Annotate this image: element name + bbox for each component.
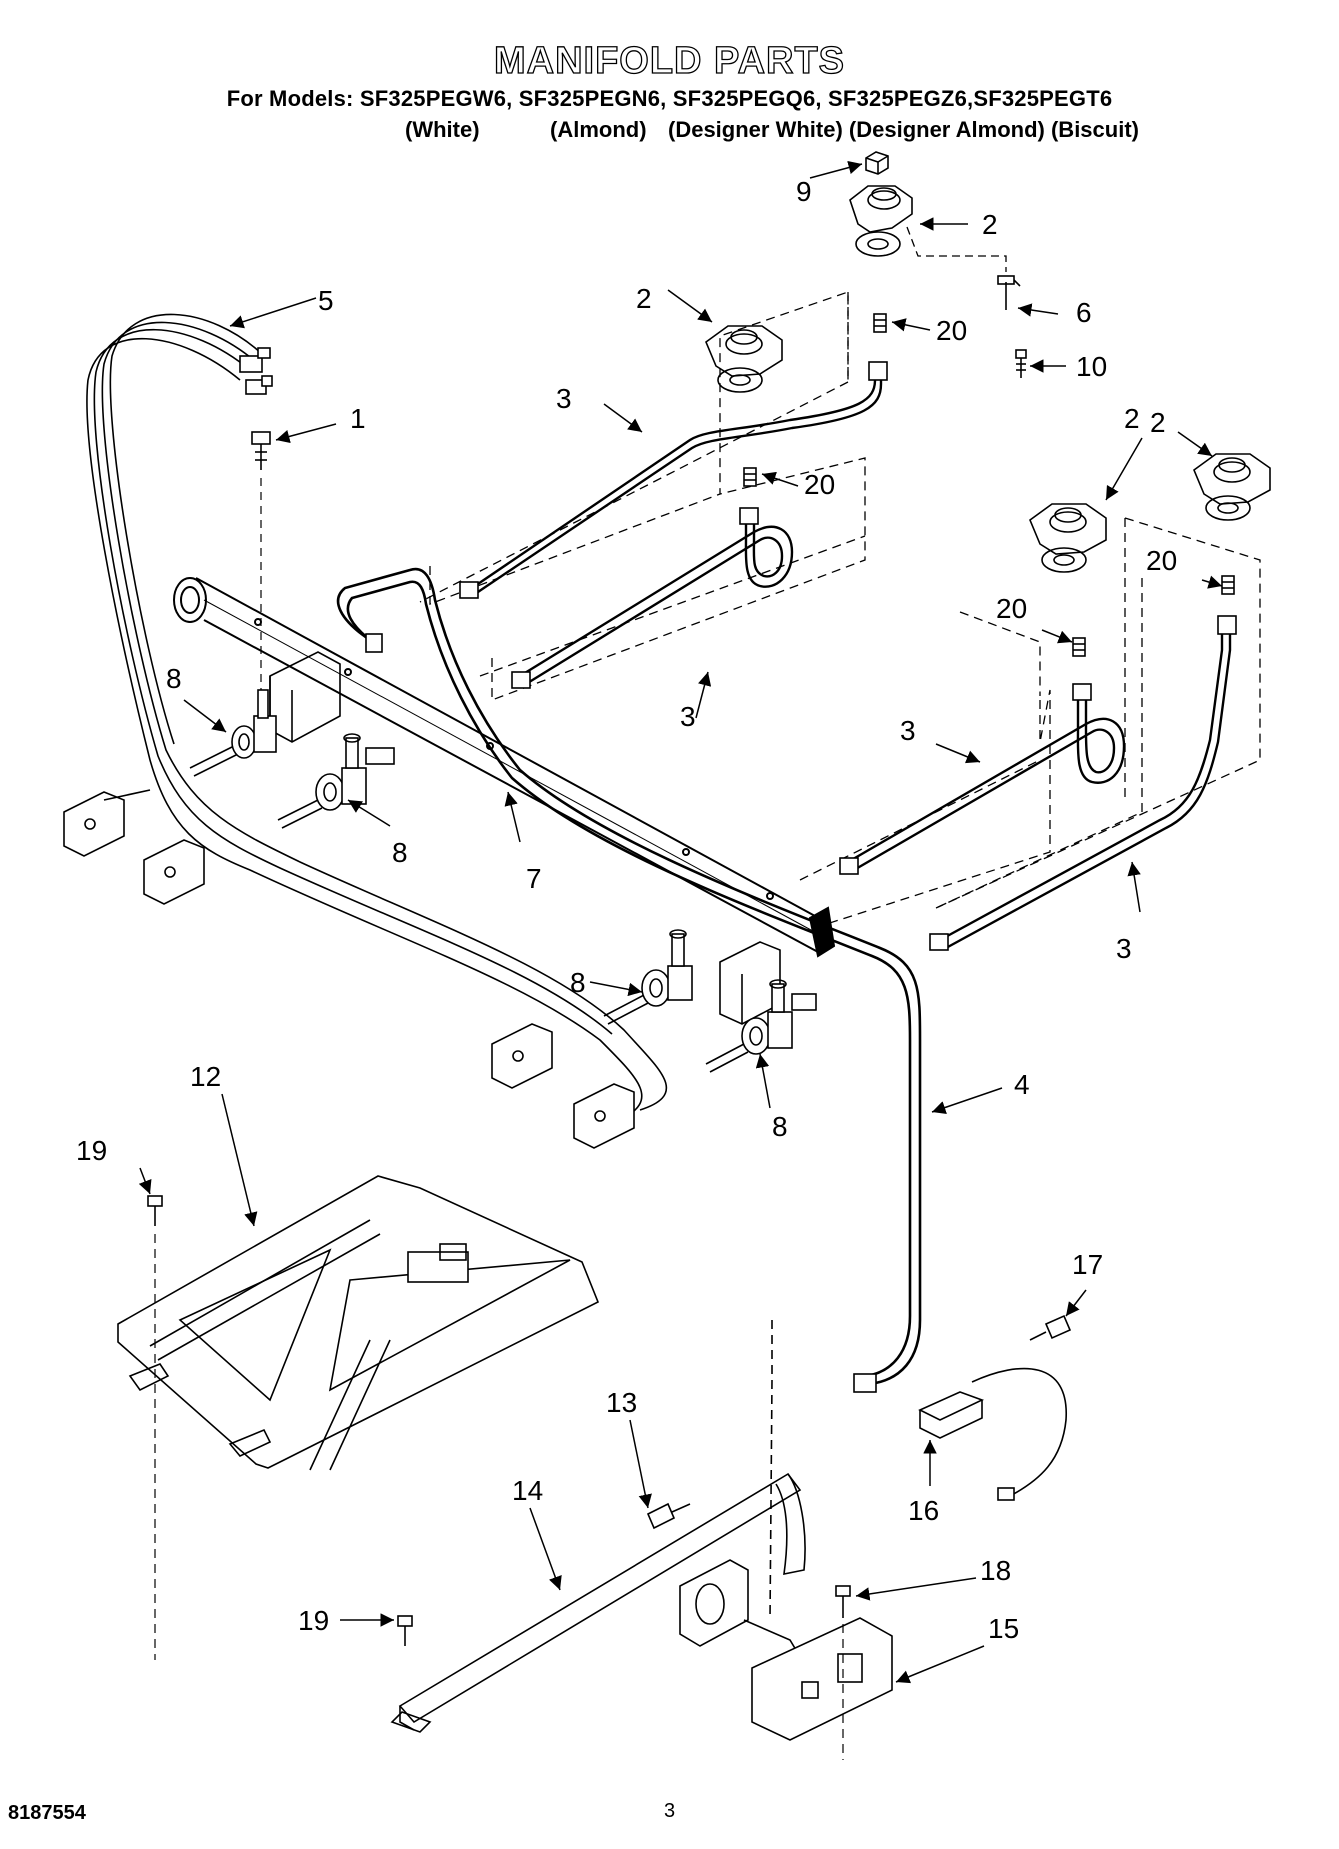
document-number: 8187554 xyxy=(8,1802,86,1824)
valve-seat-part-2-left xyxy=(705,325,783,393)
callout-8-b: 8 xyxy=(392,837,408,868)
burner-tube-part-3-a xyxy=(459,361,888,599)
regulator-assembly xyxy=(679,1320,893,1741)
callout-14: 14 xyxy=(512,1475,543,1506)
color-label-white: (White) xyxy=(405,117,480,142)
callout-15: 15 xyxy=(988,1613,1019,1644)
callout-1: 1 xyxy=(350,403,366,434)
oven-burner-part-14 xyxy=(390,1472,806,1733)
callout-13: 13 xyxy=(606,1387,637,1418)
burner-valve-part-8-d xyxy=(705,979,817,1073)
callout-16: 16 xyxy=(908,1495,939,1526)
callout-3-c: 3 xyxy=(900,715,916,746)
igniter-switch-right-b xyxy=(573,1083,635,1149)
burner-tube-part-3-c xyxy=(839,683,1126,875)
orifice-part-20-a xyxy=(873,313,887,333)
gas-supply-tube-part-4 xyxy=(336,567,922,1393)
callout-20-c: 20 xyxy=(1146,545,1177,576)
callout-labels: 9 2 6 10 2 20 5 1 3 20 2 2 3 20 20 3 3 8… xyxy=(76,176,1177,1644)
callout-4: 4 xyxy=(1014,1069,1030,1100)
callout-2-top: 2 xyxy=(982,209,998,240)
callout-8-a: 8 xyxy=(166,663,182,694)
callout-2-right: 2 xyxy=(1150,407,1166,438)
page-number: 3 xyxy=(664,1800,676,1822)
callout-20-a: 20 xyxy=(936,315,967,346)
callout-6: 6 xyxy=(1076,297,1092,328)
electrode-part-6 xyxy=(997,275,1021,310)
models-line: For Models: SF325PEGW6, SF325PEGN6, SF32… xyxy=(226,86,1113,111)
callout-18: 18 xyxy=(980,1555,1011,1586)
callout-17: 17 xyxy=(1072,1249,1103,1280)
manifold-pipe-part-7 xyxy=(173,577,836,958)
screw-part-17 xyxy=(1029,1314,1072,1341)
oven-igniter-part-16 xyxy=(918,1367,1067,1501)
igniter-switch-left-b xyxy=(143,839,205,905)
burner-tube-part-3-d xyxy=(929,615,1237,951)
callout-10: 10 xyxy=(1076,351,1107,382)
dashed-assembly-outlines xyxy=(419,291,1261,931)
page-title: MANIFOLD PARTS xyxy=(493,39,846,82)
callout-12: 12 xyxy=(190,1061,221,1092)
valve-seat-part-2-mid xyxy=(1029,503,1107,573)
callout-20-b: 20 xyxy=(804,469,835,500)
valve-seat-part-2-right xyxy=(1193,453,1271,521)
color-label-designer: (Designer White) (Designer Almond) (Bisc… xyxy=(668,117,1139,142)
callout-3-a: 3 xyxy=(556,383,572,414)
burner-tube-part-3-b xyxy=(511,507,794,689)
callout-9: 9 xyxy=(796,176,812,207)
burner-valve-part-8-b xyxy=(277,733,395,829)
screw-part-19-a xyxy=(147,1195,163,1660)
leader-arrows xyxy=(138,160,1223,1684)
igniter-switch-left-a xyxy=(63,789,151,857)
callout-19-a: 19 xyxy=(76,1135,107,1166)
orifice-part-20-b xyxy=(743,467,757,487)
burner-valve-part-8-c xyxy=(603,929,693,1025)
screw-part-10 xyxy=(1015,349,1027,378)
bottom-plate-part-12 xyxy=(117,1175,600,1471)
callout-8-c: 8 xyxy=(570,967,586,998)
screw-part-1 xyxy=(251,431,271,690)
burner-valve-part-8-a xyxy=(189,689,277,777)
orifice-part-20-c xyxy=(1072,637,1086,657)
callout-5: 5 xyxy=(318,285,334,316)
callout-2-left: 2 xyxy=(636,283,652,314)
igniter-switch-right-a xyxy=(491,1023,553,1089)
screw-part-13 xyxy=(646,1502,691,1530)
callout-20-d: 20 xyxy=(996,593,1027,624)
orifice-part-20-d xyxy=(1221,575,1235,595)
hex-nut-part-9 xyxy=(865,151,889,175)
igniter-harness-part-5 xyxy=(86,313,668,1121)
callout-3-d: 3 xyxy=(1116,933,1132,964)
screw-part-19-b xyxy=(397,1615,413,1646)
screw-part-18 xyxy=(835,1585,851,1760)
callout-2-mid: 2 xyxy=(1124,403,1140,434)
manifold-bracket-left xyxy=(269,651,341,743)
callout-19-b: 19 xyxy=(298,1605,329,1636)
color-label-almond: (Almond) xyxy=(550,117,647,142)
callout-7: 7 xyxy=(526,863,542,894)
callout-3-b: 3 xyxy=(680,701,696,732)
valve-seat-part-2-top xyxy=(849,185,913,257)
callout-8-d: 8 xyxy=(772,1111,788,1142)
